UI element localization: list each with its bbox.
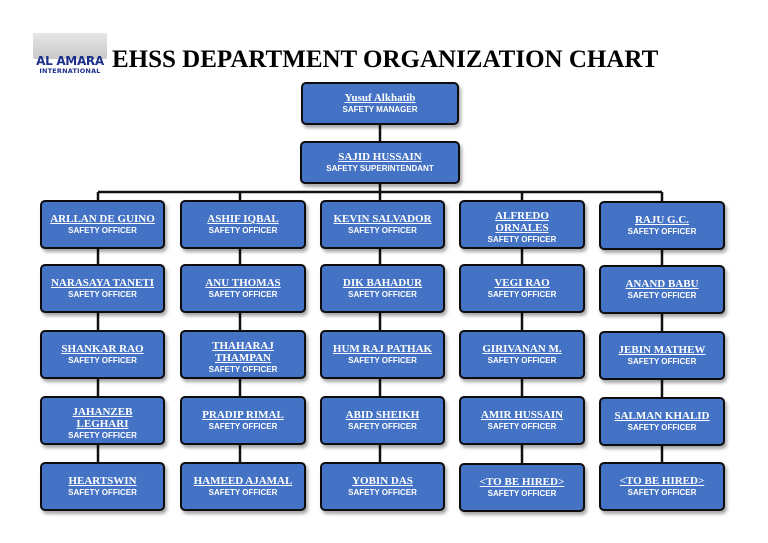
company-logo: AL AMARA INTERNATIONAL [33,33,107,76]
node-name: THAHARAJ THAMPAN [212,340,274,364]
node-name: ALFREDO ORNALES [495,210,549,234]
node-officer: ARLLAN DE GUINO SAFETY OFFICER [40,200,165,249]
node-role: SAFETY OFFICER [348,488,417,497]
node-name: ANAND BABU [625,278,699,290]
node-role: SAFETY OFFICER [348,226,417,235]
chart-title: EHSS DEPARTMENT ORGANIZATION CHART [112,46,659,73]
node-officer: RAJU G.C. SAFETY OFFICER [599,201,725,250]
node-name: HAMEED AJAMAL [193,475,293,487]
node-role: SAFETY OFFICER [487,489,557,498]
node-role: SAFETY OFFICER [487,290,557,299]
node-name: ABID SHEIKH [345,409,420,421]
node-name: ARLLAN DE GUINO [50,213,155,225]
node-role: SAFETY OFFICER [348,290,417,299]
node-role: SAFETY OFFICER [348,356,417,365]
node-name: HUM RAJ PATHAK [332,343,433,355]
node-name: KEVIN SALVADOR [333,213,432,225]
node-name: HEARTSWIN [68,475,137,487]
logo-emblem [33,33,107,59]
node-name: DIK BAHADUR [342,277,423,289]
node-name: VEGI RAO [494,277,550,289]
node-role: SAFETY OFFICER [68,431,137,440]
node-name: YOBIN DAS [352,475,413,487]
logo-sub-text: INTERNATIONAL [39,67,101,75]
node-officer: DIK BAHADUR SAFETY OFFICER [320,264,445,313]
node-officer: NARASAYA TANETI SAFETY OFFICER [40,264,165,313]
node-officer: ANAND BABU SAFETY OFFICER [599,265,725,314]
node-officer: AMIR HUSSAIN SAFETY OFFICER [459,396,585,445]
node-role: SAFETY OFFICER [68,356,137,365]
node-officer: JAHANZEB LEGHARI SAFETY OFFICER [40,396,165,445]
node-name: ANU THOMAS [205,277,281,289]
node-role: SAFETY SUPERINTENDANT [326,164,434,173]
node-role: SAFETY MANAGER [342,105,418,114]
node-officer: YOBIN DAS SAFETY OFFICER [320,462,445,511]
node-officer: HUM RAJ PATHAK SAFETY OFFICER [320,330,445,379]
node-role: SAFETY OFFICER [208,365,278,374]
node-officer: <TO BE HIRED> SAFETY OFFICER [599,462,725,511]
node-role: SAFETY OFFICER [68,488,137,497]
node-name: Yusuf Alkhatib [344,92,416,104]
node-officer: <TO BE HIRED> SAFETY OFFICER [459,463,585,512]
node-role: SAFETY OFFICER [68,290,137,299]
node-officer: SHANKAR RAO SAFETY OFFICER [40,330,165,379]
node-officer: ALFREDO ORNALES SAFETY OFFICER [459,200,585,249]
node-officer: HEARTSWIN SAFETY OFFICER [40,462,165,511]
node-officer: KEVIN SALVADOR SAFETY OFFICER [320,200,445,249]
node-officer: GIRIVANAN M. SAFETY OFFICER [459,330,585,379]
node-officer: THAHARAJ THAMPAN SAFETY OFFICER [180,330,306,379]
node-name: GIRIVANAN M. [482,343,562,355]
node-safety-manager: Yusuf Alkhatib SAFETY MANAGER [301,82,459,125]
node-officer: ABID SHEIKH SAFETY OFFICER [320,396,445,445]
node-name: JAHANZEB LEGHARI [72,406,133,430]
node-officer: ANU THOMAS SAFETY OFFICER [180,264,306,313]
node-role: SAFETY OFFICER [348,422,417,431]
node-role: SAFETY OFFICER [627,423,697,432]
node-name: NARASAYA TANETI [50,277,154,289]
node-name: SAJID HUSSAIN [338,151,422,163]
node-role: SAFETY OFFICER [487,235,557,244]
node-name: <TO BE HIRED> [479,476,565,488]
node-officer: HAMEED AJAMAL SAFETY OFFICER [180,462,306,511]
node-role: SAFETY OFFICER [627,227,697,236]
node-officer: PRADIP RIMAL SAFETY OFFICER [180,396,306,445]
logo-brand-text: AL AMARA [36,54,104,68]
node-role: SAFETY OFFICER [627,291,697,300]
node-name: SALMAN KHALID [614,410,710,422]
node-role: SAFETY OFFICER [68,226,137,235]
node-officer: SALMAN KHALID SAFETY OFFICER [599,397,725,446]
node-role: SAFETY OFFICER [487,422,557,431]
node-officer: VEGI RAO SAFETY OFFICER [459,264,585,313]
node-name: SHANKAR RAO [61,343,144,355]
node-officer: ASHIF IQBAL SAFETY OFFICER [180,200,306,249]
node-name: PRADIP RIMAL [202,409,284,421]
node-role: SAFETY OFFICER [208,290,278,299]
node-officer: JEBIN MATHEW SAFETY OFFICER [599,331,725,380]
node-role: SAFETY OFFICER [208,488,278,497]
node-role: SAFETY OFFICER [627,357,697,366]
node-name: RAJU G.C. [634,214,690,226]
node-role: SAFETY OFFICER [208,422,278,431]
node-role: SAFETY OFFICER [208,226,278,235]
node-name: ASHIF IQBAL [207,213,279,225]
node-role: SAFETY OFFICER [487,356,557,365]
node-safety-superintendent: SAJID HUSSAIN SAFETY SUPERINTENDANT [300,141,460,184]
node-name: JEBIN MATHEW [618,344,706,356]
node-role: SAFETY OFFICER [627,488,697,497]
node-name: <TO BE HIRED> [619,475,705,487]
node-name: AMIR HUSSAIN [480,409,564,421]
